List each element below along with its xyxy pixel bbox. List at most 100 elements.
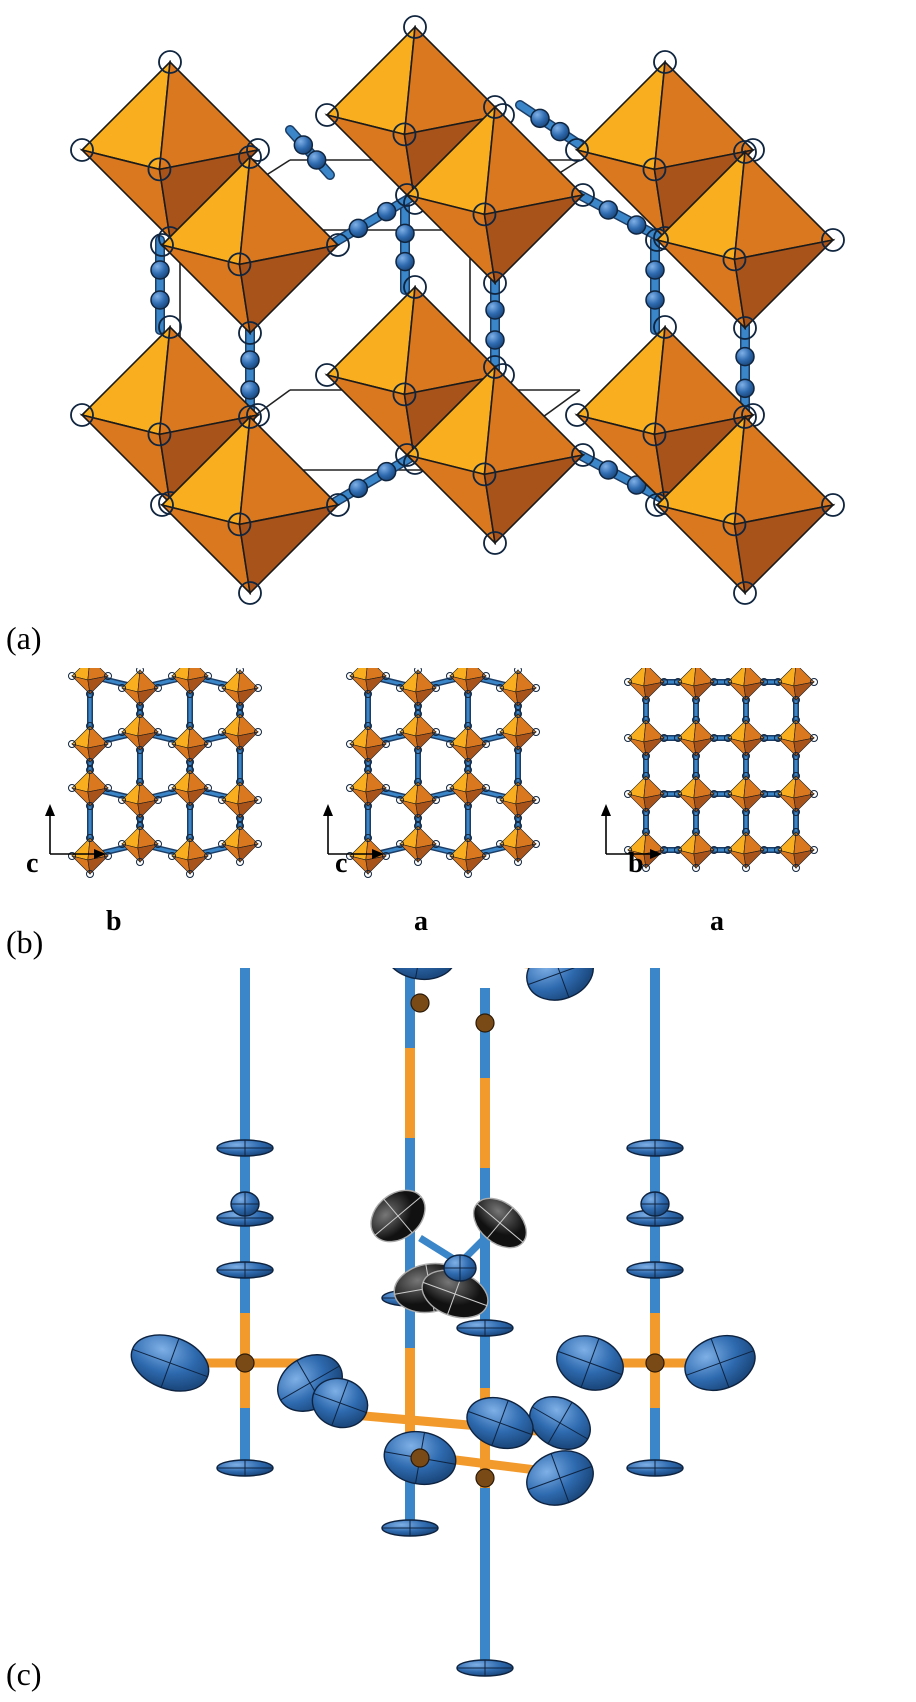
vertex-atom: [653, 315, 677, 339]
projection-atom: [692, 828, 700, 836]
projection-atom: [742, 752, 750, 760]
projection-atom: [118, 796, 126, 804]
projection-atom: [742, 864, 750, 872]
projection-atom: [642, 752, 650, 760]
projection-atom: [692, 864, 700, 872]
projection-view-1: [68, 668, 262, 878]
projection-atom: [382, 784, 390, 792]
octahedron-face: [237, 687, 259, 707]
apical-ligand-atom: [216, 1139, 274, 1157]
projection-atom: [186, 766, 194, 774]
projection-atom: [660, 790, 668, 798]
vertex-atom: [150, 493, 174, 517]
vertex-atom: [645, 493, 669, 517]
linker-atom: [240, 350, 260, 370]
octahedron-face: [743, 681, 765, 701]
projection-octahedron: [627, 719, 665, 757]
octahedron-face: [415, 731, 437, 751]
vertex-atom: [733, 405, 757, 429]
projection-atom: [104, 672, 112, 680]
linker-atom: [348, 478, 369, 499]
projection-atom: [118, 684, 126, 692]
projection-octahedron: [677, 719, 715, 757]
projection-atom: [236, 858, 244, 866]
projection-atom: [432, 684, 440, 692]
linker-atom: [645, 290, 665, 310]
projection-octahedron: [121, 825, 159, 863]
linker-atom: [598, 460, 619, 480]
view1-vertical-axis-label: c: [26, 848, 39, 879]
projection-atom: [186, 690, 194, 698]
metal-centre: [475, 1013, 495, 1033]
octahedron-face: [743, 737, 765, 757]
projection-octahedron: [399, 825, 437, 863]
apical-ligand-atom: [456, 1319, 514, 1337]
projection-atom: [236, 778, 244, 786]
projection-atom: [414, 746, 422, 754]
octahedron-face: [793, 681, 815, 701]
projection-octahedron: [727, 831, 765, 869]
projection-octahedron: [449, 769, 487, 807]
octahedron-front: [150, 145, 350, 345]
vertex-atom: [70, 403, 94, 427]
projection-octahedron: [71, 837, 109, 875]
projection-atom: [482, 740, 490, 748]
equatorial-ligand-atom: [684, 1334, 756, 1392]
projection-octahedron: [777, 775, 815, 813]
projection-atom: [742, 716, 750, 724]
octahedron-face: [733, 238, 836, 330]
linker-atom: [348, 218, 369, 239]
octahedron-face: [365, 675, 387, 695]
panel-label-b: (b): [6, 924, 44, 960]
octahedron-face: [515, 687, 537, 707]
projection-octahedron: [221, 781, 259, 819]
projection-atom: [86, 758, 94, 766]
projection-atom: [86, 834, 94, 842]
projection-octahedron: [677, 668, 715, 701]
panel-label-a: (a): [6, 620, 42, 656]
linker-atom: [395, 223, 415, 244]
vertex-atom: [70, 138, 94, 162]
vertex-atom: [722, 247, 747, 272]
projection-atom: [396, 728, 404, 736]
projection-atom: [792, 696, 800, 704]
projection-atom: [760, 734, 768, 742]
linker-atom: [293, 135, 314, 155]
octahedron-face: [743, 849, 765, 869]
vertex-atom: [642, 157, 667, 182]
equatorial-ligand-atom: [130, 1334, 210, 1392]
projection-atom: [760, 846, 768, 854]
cation-atom: [370, 1189, 426, 1243]
projection-atom: [660, 846, 668, 854]
linker-atom: [485, 330, 505, 350]
view3-horizontal-axis-label: a: [710, 906, 724, 937]
vertex-atom: [227, 252, 252, 277]
vertex-atom: [642, 422, 667, 447]
projection-octahedron: [499, 825, 537, 863]
projection-atom: [236, 668, 244, 674]
equatorial-ligand-atom-principal-axis: [710, 1338, 730, 1388]
octahedron-face: [465, 675, 487, 695]
linker-atom: [626, 215, 647, 235]
vertex-atom: [653, 50, 677, 74]
equatorial-ligand-atom-principal-axis: [550, 1453, 570, 1503]
projection-atom: [742, 828, 750, 836]
projection-atom: [86, 690, 94, 698]
projection-octahedron: [449, 668, 487, 695]
projection-atom: [514, 746, 522, 754]
apical-ligand-atom: [216, 1261, 274, 1279]
octahedron-face: [793, 737, 815, 757]
equatorial-ligand-atom: [383, 968, 457, 981]
vertex-atom: [150, 233, 174, 257]
apical-ligand-atom: [626, 1459, 684, 1477]
octahedron-face: [137, 687, 159, 707]
projection-view-3: [624, 668, 818, 872]
projection-atom: [624, 790, 632, 798]
projection-atom: [414, 702, 422, 710]
linker-atom: [376, 201, 397, 222]
projection-atom: [218, 728, 226, 736]
projection-octahedron: [399, 713, 437, 751]
projection-octahedron: [449, 837, 487, 875]
projection-atom: [364, 766, 372, 774]
linker-bond: [286, 126, 334, 179]
